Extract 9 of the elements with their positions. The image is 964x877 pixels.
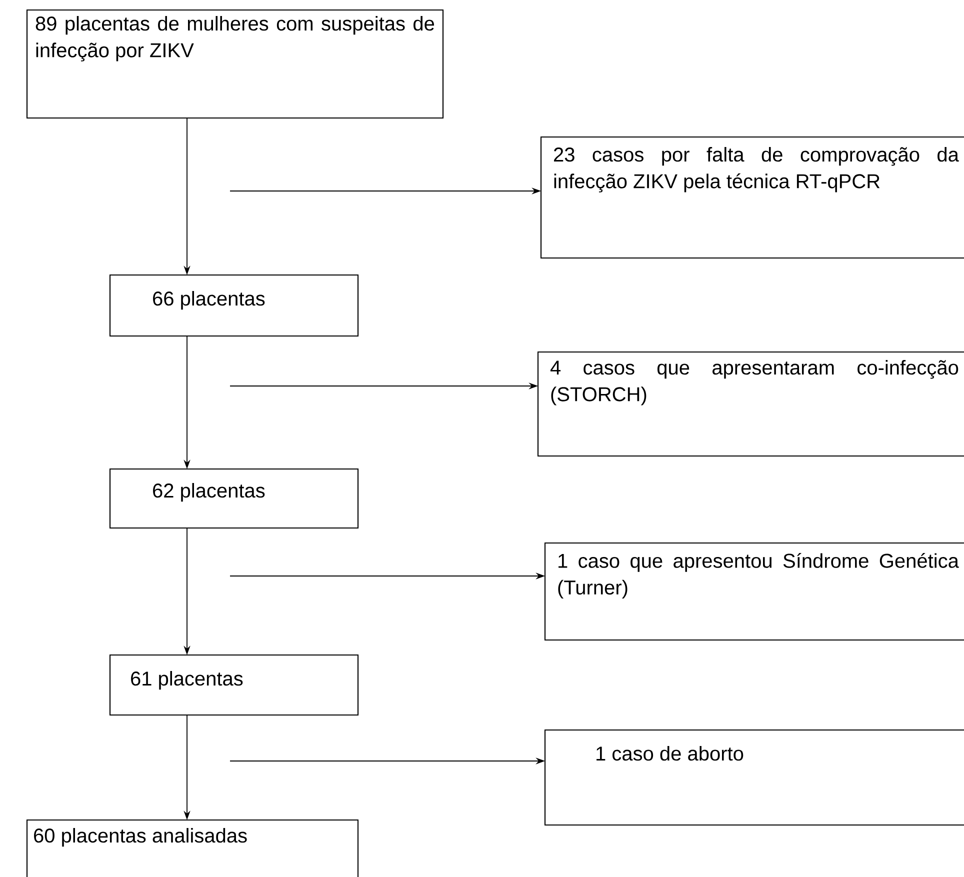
exclusion-box: 23 casos por falta de comprovação da infecção ZIKV pela técnica RT-qPCR — [540, 136, 964, 259]
process-box: 61 placentas — [109, 654, 359, 716]
process-box: 60 placentas analisadas — [26, 819, 359, 877]
process-box: 89 placentas de mulheres com suspeitas de infecção por ZIKV — [26, 9, 444, 119]
exclusion-box: 4 casos que apresentaram co-infecção (STORCH) — [537, 351, 964, 457]
exclusion-box: 1 caso que apresentou Síndrome Genética (Turner) — [544, 542, 964, 641]
process-box: 66 placentas — [109, 274, 359, 337]
process-box: 62 placentas — [109, 468, 359, 529]
exclusion-box: 1 caso de aborto — [544, 729, 964, 826]
